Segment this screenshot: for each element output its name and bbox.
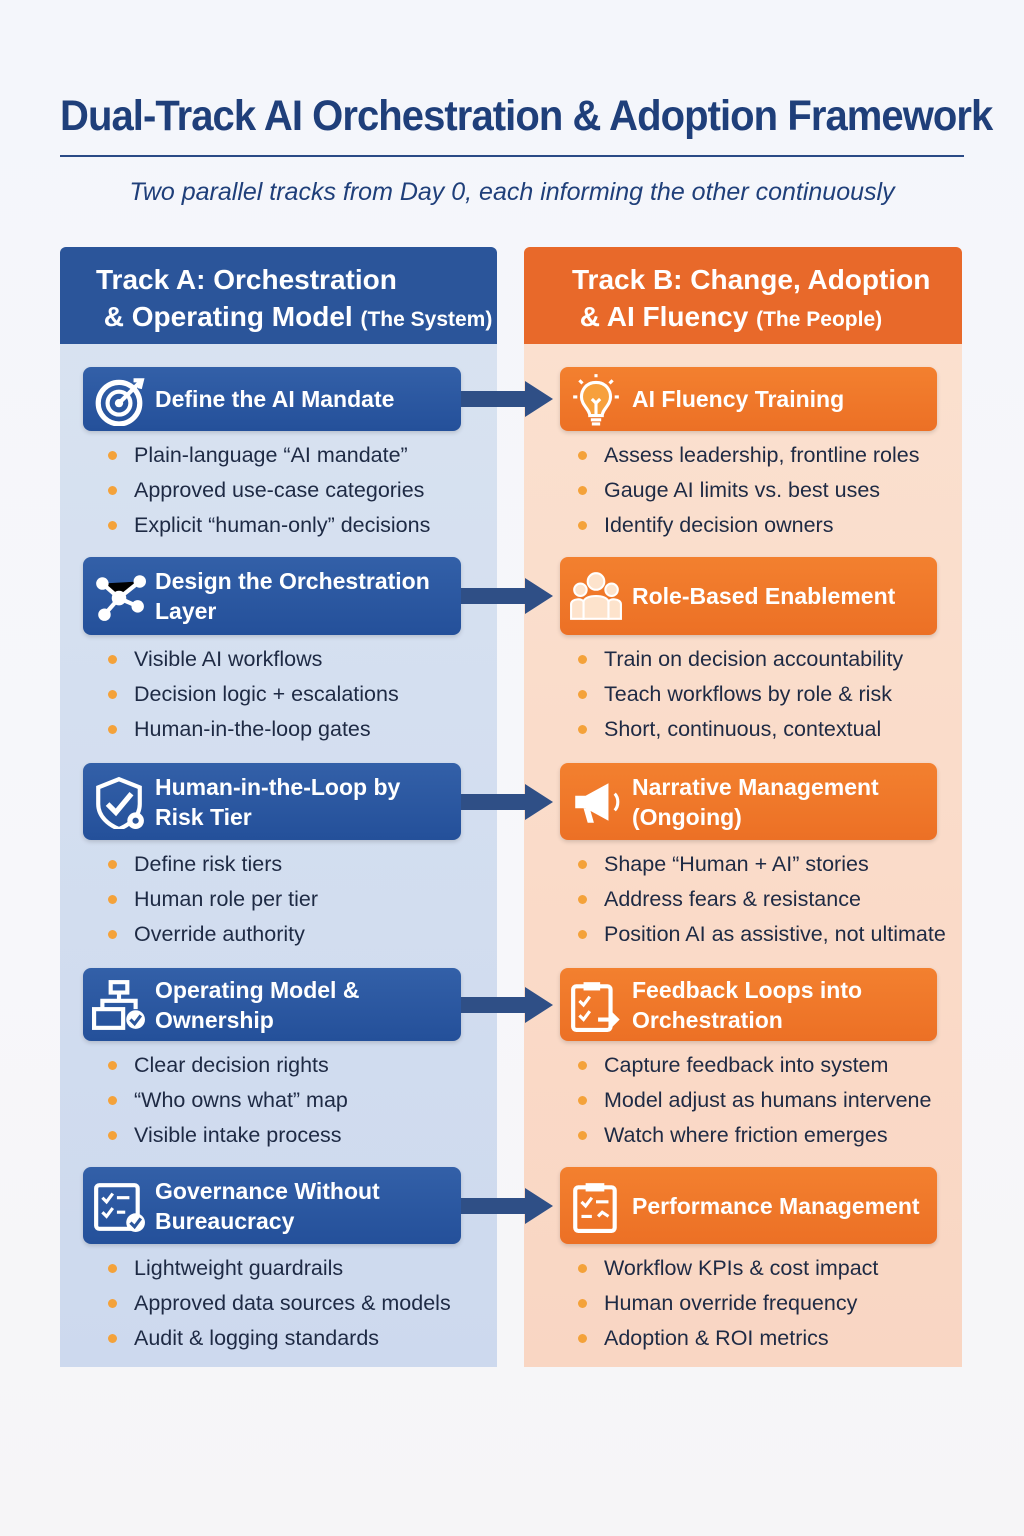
list-item: Watch where friction emerges [578, 1118, 931, 1153]
track-b-step-2-header: Role-Based Enablement [560, 557, 937, 635]
step-title: AI Fluency Training [632, 386, 845, 412]
track-a-header: Track A: Orchestration & Operating Model… [60, 247, 497, 344]
list-item: Address fears & resistance [578, 882, 946, 917]
list-item: Model adjust as humans intervene [578, 1083, 931, 1118]
track-a-step-3-header: Human-in-the-Loop by Risk Tier [83, 763, 461, 840]
track-a-title: Track A: Orchestration [96, 264, 397, 295]
list-item: Explicit “human-only” decisions [108, 508, 430, 543]
step-title: Define the AI Mandate [155, 386, 395, 412]
list-item: Position AI as assistive, not ultimate [578, 917, 946, 952]
list-item: Visible intake process [108, 1118, 348, 1153]
track-a-step-4-header: Operating Model & Ownership [83, 968, 461, 1041]
arrow-right-icon [461, 1187, 553, 1224]
list-item: Audit & logging standards [108, 1321, 451, 1356]
list-item: Override authority [108, 917, 318, 952]
list-item: Visible AI workflows [108, 642, 399, 677]
list-item: Decision logic + escalations [108, 677, 399, 712]
performance-clipboard-icon [560, 1167, 632, 1244]
arrow-right-icon [461, 381, 553, 417]
track-b-step-1-header: AI Fluency Training [560, 367, 937, 431]
lightbulb-icon [560, 367, 632, 431]
step-title: Role-Based Enablement [632, 583, 896, 609]
list-item: Gauge AI limits vs. best uses [578, 473, 920, 508]
step-title: Human-in-the-Loop by Risk Tier [155, 773, 401, 830]
list-item: Human-in-the-loop gates [108, 712, 399, 747]
list-item: Short, continuous, contextual [578, 712, 903, 747]
subtitle: Two parallel tracks from Day 0, each inf… [129, 178, 895, 206]
list-item: Teach workflows by role & risk [578, 677, 903, 712]
network-icon [83, 557, 155, 635]
arrow-right-icon [461, 783, 553, 820]
arrow-right-icon [461, 578, 553, 614]
step-title: Operating Model & Ownership [155, 976, 360, 1033]
title-divider [60, 155, 964, 157]
track-b-subtitle: (The People) [756, 308, 883, 331]
feedback-clipboard-icon [560, 968, 632, 1041]
list-item: Clear decision rights [108, 1048, 348, 1083]
track-a-title-2: & Operating Model [103, 301, 353, 332]
step-title: Design the Orchestration Layer [155, 568, 430, 624]
track-b-step-5-header: Performance Management [560, 1167, 937, 1244]
track-a-step-5-header: Governance Without Bureaucracy [83, 1167, 461, 1244]
people-icon [560, 557, 632, 635]
target-icon [83, 367, 155, 431]
shield-gear-icon [83, 763, 155, 840]
step-title: Governance Without Bureaucracy [155, 1177, 380, 1234]
list-item: Plain-language “AI mandate” [108, 438, 430, 473]
list-item: Train on decision accountability [578, 642, 903, 677]
page-title: Dual-Track AI Orchestration & Adoption F… [60, 92, 993, 140]
track-b-header: Track B: Change, Adoption & AI Fluency (… [524, 247, 962, 344]
list-item: Assess leadership, frontline roles [578, 438, 920, 473]
track-b-title: Track B: Change, Adoption [572, 264, 931, 295]
step-title: Narrative Management (Ongoing) [632, 773, 879, 830]
track-a-step-2-header: Design the Orchestration Layer [83, 557, 461, 635]
track-b-step-4-header: Feedback Loops into Orchestration [560, 968, 937, 1041]
list-item: Identify decision owners [578, 508, 920, 543]
track-a-step-1-bullets: Plain-language “AI mandate”Approved use-… [108, 438, 430, 543]
megaphone-icon [560, 763, 632, 840]
track-b-title-2: & AI Fluency [579, 301, 749, 332]
track-a-step-1-header: Define the AI Mandate [83, 367, 461, 431]
arrow-right-icon [461, 986, 553, 1023]
step-title: Feedback Loops into Orchestration [632, 976, 863, 1033]
list-item: “Who owns what” map [108, 1083, 348, 1118]
list-item: Capture feedback into system [578, 1048, 931, 1083]
track-a-step-4-bullets: Clear decision rights“Who owns what” map… [108, 1048, 348, 1153]
list-item: Approved use-case categories [108, 473, 430, 508]
track-b-step-3-header: Narrative Management (Ongoing) [560, 763, 937, 840]
list-item: Shape “Human + AI” stories [578, 847, 946, 882]
track-a-subtitle: (The System) [360, 308, 493, 331]
step-title: Performance Management [632, 1192, 920, 1219]
list-item: Workflow KPIs & cost impact [578, 1251, 878, 1286]
list-item: Adoption & ROI metrics [578, 1321, 878, 1356]
list-item: Human role per tier [108, 882, 318, 917]
list-item: Define risk tiers [108, 847, 318, 882]
org-chart-icon [83, 968, 155, 1041]
checklist-icon [83, 1167, 155, 1244]
list-item: Human override frequency [578, 1286, 878, 1321]
list-item: Lightweight guardrails [108, 1251, 451, 1286]
list-item: Approved data sources & models [108, 1286, 451, 1321]
